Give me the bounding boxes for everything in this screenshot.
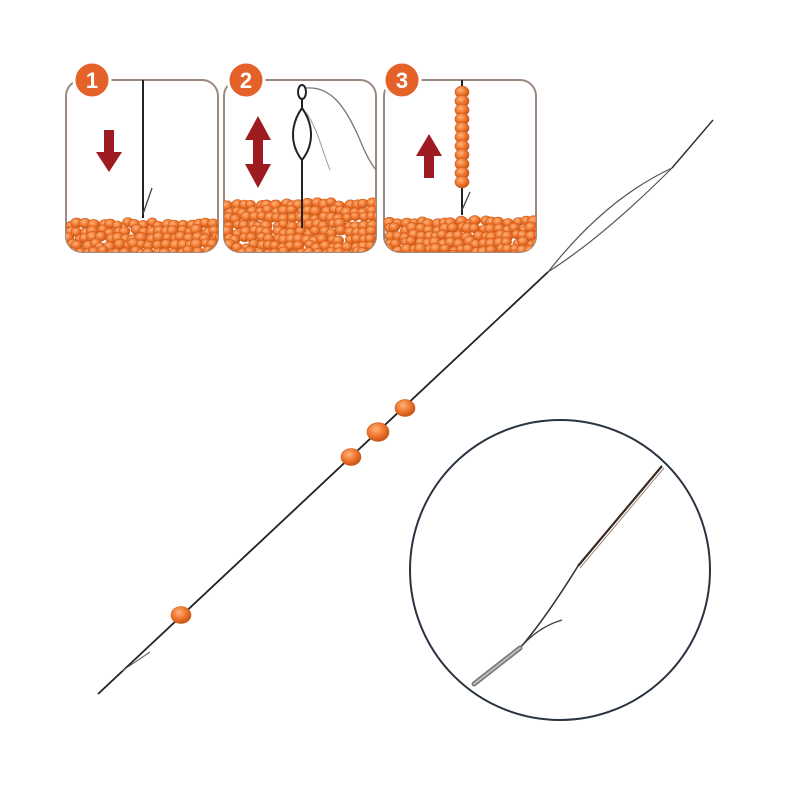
bead bbox=[421, 254, 433, 264]
bead bbox=[524, 245, 536, 252]
bead bbox=[214, 232, 218, 242]
bead bbox=[481, 254, 492, 263]
bead bbox=[375, 233, 376, 244]
long-needle bbox=[97, 119, 714, 695]
step-panel-2: 2 bbox=[223, 60, 377, 253]
bead bbox=[373, 199, 376, 210]
bead bbox=[374, 206, 376, 218]
needle-tip bbox=[121, 651, 151, 672]
bead bbox=[494, 254, 504, 263]
bead bbox=[368, 249, 376, 252]
bead bbox=[254, 247, 266, 252]
bead bbox=[168, 247, 179, 252]
bead bbox=[192, 246, 204, 252]
svg-text:1: 1 bbox=[86, 68, 98, 93]
bead bbox=[456, 251, 469, 252]
bead bbox=[406, 249, 419, 252]
bead bbox=[110, 248, 122, 252]
bead bbox=[372, 245, 376, 252]
bead bbox=[454, 175, 470, 189]
bead bbox=[366, 422, 390, 442]
bead bbox=[463, 253, 473, 262]
bead bbox=[533, 229, 536, 241]
bead bbox=[118, 247, 131, 252]
step-badge-1: 1 bbox=[72, 60, 112, 100]
needle-wire bbox=[97, 271, 549, 695]
needle-tip bbox=[142, 187, 153, 215]
arrow-updown-icon bbox=[245, 116, 271, 188]
bead bbox=[170, 606, 192, 624]
bead bbox=[244, 246, 257, 252]
bead bbox=[439, 243, 451, 252]
bead bbox=[309, 225, 321, 236]
svg-text:2: 2 bbox=[240, 68, 252, 93]
svg-text:3: 3 bbox=[396, 68, 408, 93]
bead bbox=[75, 247, 87, 252]
bead bbox=[430, 253, 441, 262]
magnifier-detail bbox=[409, 419, 711, 721]
bead bbox=[278, 246, 290, 252]
bead bbox=[229, 249, 242, 252]
bead bbox=[394, 399, 416, 417]
thread bbox=[305, 87, 377, 171]
step-badge-3: 3 bbox=[382, 60, 422, 100]
bead bbox=[141, 247, 155, 252]
bead bbox=[534, 223, 536, 235]
bead bbox=[384, 251, 395, 252]
bead bbox=[340, 448, 362, 466]
bead bbox=[416, 250, 428, 252]
bead bbox=[447, 249, 460, 252]
bead bbox=[471, 254, 483, 264]
bead bbox=[521, 254, 533, 264]
step-badge-2: 2 bbox=[226, 60, 266, 100]
strung-beads bbox=[454, 85, 470, 189]
bead bbox=[332, 247, 346, 252]
bead bbox=[312, 247, 325, 252]
magnifier-circle bbox=[409, 419, 711, 721]
bead bbox=[531, 237, 536, 249]
needle-tip bbox=[461, 191, 471, 211]
bead bbox=[224, 246, 234, 252]
bead bbox=[438, 254, 449, 264]
bead bbox=[535, 245, 536, 252]
bead bbox=[396, 250, 408, 252]
step-panel-3: 3 bbox=[382, 60, 549, 264]
needle-tip-bent bbox=[519, 619, 563, 649]
bead bbox=[303, 247, 315, 252]
bead bbox=[216, 247, 218, 252]
bead bbox=[508, 250, 521, 252]
loose-beads bbox=[170, 399, 416, 624]
needle bbox=[292, 84, 312, 228]
bead-pile bbox=[224, 197, 376, 252]
bead bbox=[182, 245, 194, 252]
bead bbox=[502, 254, 512, 263]
needle-wire bbox=[671, 119, 714, 169]
bead bbox=[392, 250, 404, 252]
bead bbox=[269, 248, 281, 252]
thread bbox=[305, 111, 331, 171]
bead bbox=[485, 244, 497, 252]
bead bbox=[372, 210, 376, 222]
step-panel-1: 1 bbox=[65, 60, 219, 253]
needle-wire-magnified bbox=[579, 467, 665, 569]
bead bbox=[287, 249, 300, 252]
bead-pile bbox=[384, 215, 549, 264]
bead bbox=[97, 245, 109, 252]
bead bbox=[384, 243, 395, 252]
bead bbox=[206, 247, 218, 252]
bead bbox=[373, 242, 376, 252]
needle-eye bbox=[547, 167, 673, 273]
needle-eye bbox=[547, 167, 673, 273]
bead bbox=[487, 252, 499, 262]
arrow-up-icon bbox=[416, 134, 442, 178]
arrow-down-icon bbox=[96, 130, 122, 172]
bead bbox=[158, 247, 172, 252]
bead bbox=[527, 254, 537, 263]
needle-wire-magnified bbox=[577, 465, 663, 567]
bead bbox=[341, 249, 353, 252]
bead bbox=[388, 222, 400, 233]
bead bbox=[537, 252, 548, 261]
bead bbox=[537, 216, 549, 226]
